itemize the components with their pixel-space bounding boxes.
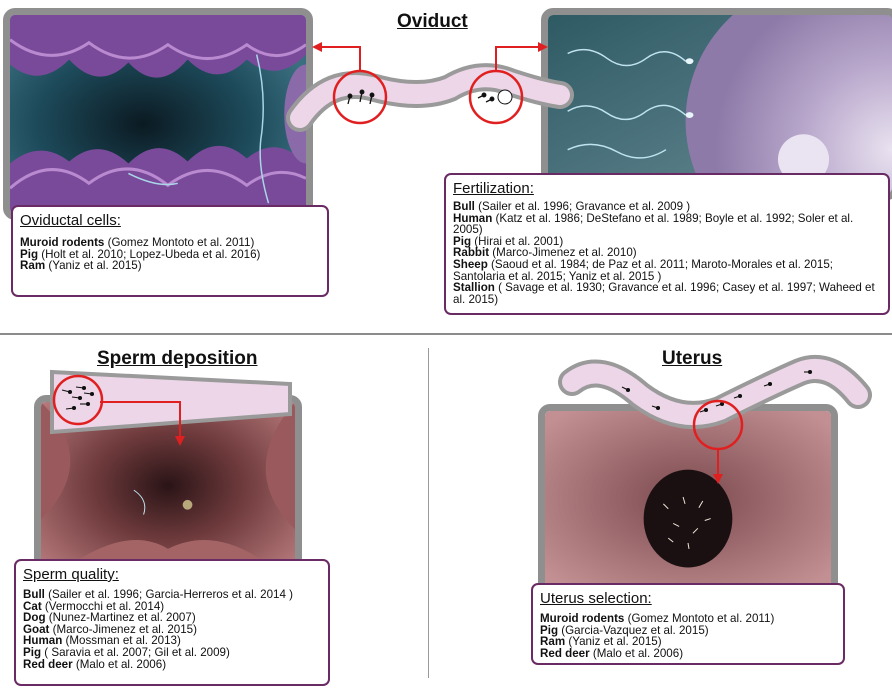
uterus-selection-heading: Uterus selection: xyxy=(540,590,836,607)
list-item: Stallion ( Savage et al. 1930; Gravance … xyxy=(453,282,881,305)
sperm-deposition-title: Sperm deposition xyxy=(97,348,257,370)
oviductal-cells-heading: Oviductal cells: xyxy=(20,212,320,229)
list-item: Sheep (Saoud et al. 1984; de Paz et al. … xyxy=(453,259,881,282)
horizontal-divider xyxy=(0,333,892,335)
magnifier-circle-right xyxy=(470,71,522,123)
uterus-title: Uterus xyxy=(662,348,722,370)
uterus-image xyxy=(538,404,838,594)
magnifier-circle-left xyxy=(334,71,386,123)
sperm-quality-box: Sperm quality: Bull (Sailer et al. 1996;… xyxy=(14,559,330,686)
list-item: Ram (Yaniz et al. 2015) xyxy=(20,260,320,272)
fertilization-image xyxy=(541,8,892,200)
list-item: Red deer (Malo et al. 2006) xyxy=(540,648,836,660)
fertilization-box: Fertilization: Bull (Sailer et al. 1996;… xyxy=(444,173,890,315)
vertical-divider xyxy=(428,348,429,678)
sperm-quality-heading: Sperm quality: xyxy=(23,566,321,583)
oviductal-cells-image xyxy=(3,8,313,220)
arrow-to-oviductal-cells xyxy=(318,47,360,71)
oviduct-tube xyxy=(300,77,560,118)
arrow-to-fertilization xyxy=(496,47,540,71)
fertilization-heading: Fertilization: xyxy=(453,180,881,197)
oviduct-title: Oviduct xyxy=(397,11,468,33)
list-item: Human (Katz et al. 1986; DeStefano et al… xyxy=(453,213,881,236)
uterus-selection-box: Uterus selection: Muroid rodents (Gomez … xyxy=(531,583,845,665)
list-item: Red deer (Malo et al. 2006) xyxy=(23,659,321,671)
oviductal-cells-box: Oviductal cells: Muroid rodents (Gomez M… xyxy=(11,205,329,297)
